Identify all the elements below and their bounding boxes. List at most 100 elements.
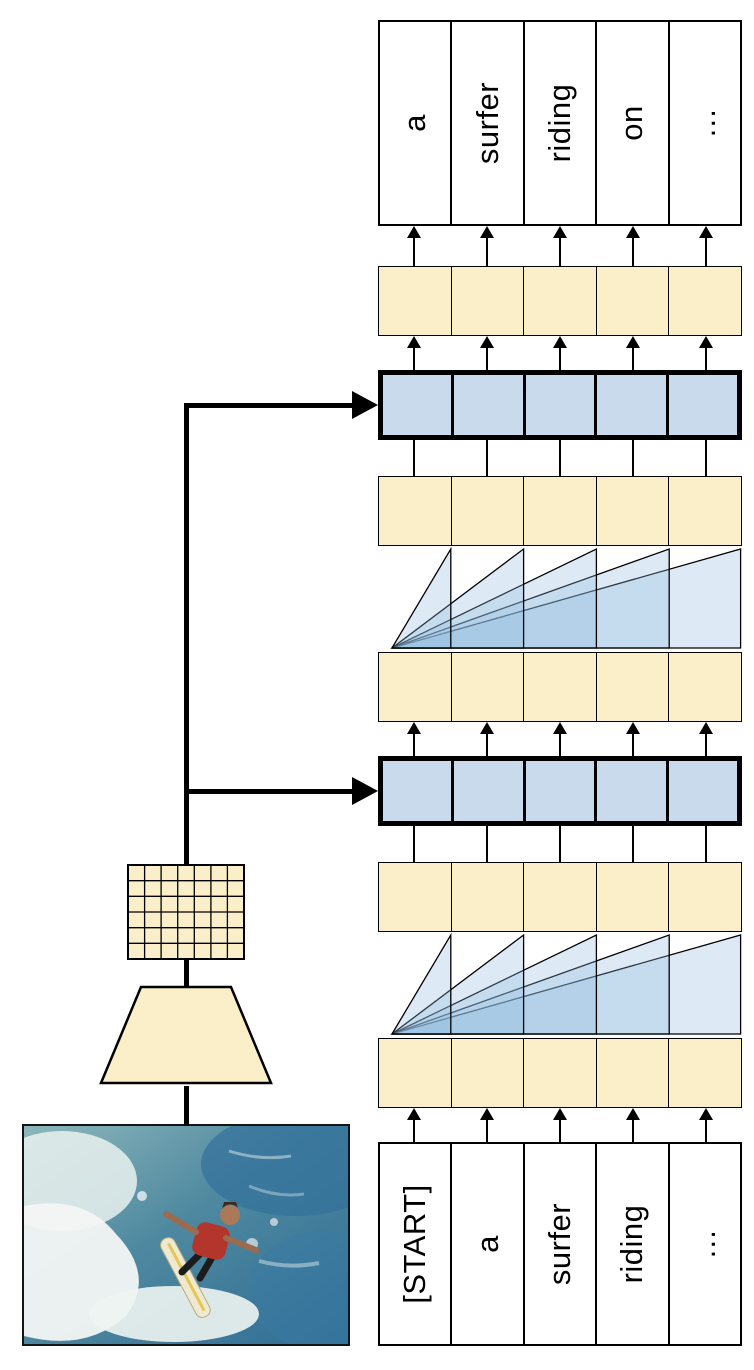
cross-attention-cell xyxy=(451,372,526,438)
connector-line xyxy=(451,440,524,476)
up-arrow-icon xyxy=(451,722,524,756)
hidden-cell xyxy=(379,267,451,335)
hidden-cell xyxy=(450,267,524,335)
token-word: riding xyxy=(614,1204,650,1284)
features-to-cross-attention-1-line xyxy=(186,789,354,794)
cnn-to-grid-connector xyxy=(184,958,189,986)
hidden-cell xyxy=(379,863,451,931)
up-arrow-icon xyxy=(669,722,742,756)
up-arrow-icon xyxy=(451,336,524,370)
cross-attention-row-1 xyxy=(378,756,742,826)
up-arrow-icon xyxy=(378,336,451,370)
up-arrow-icon xyxy=(451,226,524,266)
connector-line xyxy=(669,440,742,476)
hidden-cell xyxy=(668,267,741,335)
token-word: a xyxy=(469,1235,505,1253)
connector-line xyxy=(524,440,597,476)
cross-attention-cell xyxy=(665,758,741,824)
output-token-cell: riding xyxy=(522,22,595,224)
spray-dot xyxy=(270,1218,278,1226)
hidden-cell xyxy=(595,477,669,545)
surfer-figure xyxy=(163,1202,259,1282)
up-arrow-icon xyxy=(524,1108,597,1142)
hidden-row-2 xyxy=(378,862,742,932)
token-word: … xyxy=(686,107,722,139)
feature-grid xyxy=(127,864,245,960)
decoder-stack: a surfer riding on … xyxy=(378,20,742,1346)
up-arrow-icon xyxy=(596,336,669,370)
hidden-cell xyxy=(450,1039,524,1107)
connector-line xyxy=(451,826,524,862)
hidden-cell xyxy=(379,653,451,721)
token-word: riding xyxy=(542,83,578,163)
cross-attention-cell xyxy=(522,758,598,824)
output-token-cell: surfer xyxy=(450,22,522,224)
token-word: [START] xyxy=(397,1184,433,1304)
arrows-into-outputs xyxy=(378,226,742,266)
input-token-cell: … xyxy=(667,1144,740,1344)
hidden-cell xyxy=(668,477,741,545)
hidden-row-3 xyxy=(378,652,742,722)
hidden-cell xyxy=(523,653,596,721)
cross-attention-row-2 xyxy=(378,370,742,440)
up-arrow-icon xyxy=(524,722,597,756)
up-arrow-icon xyxy=(524,336,597,370)
connector-line xyxy=(524,826,597,862)
up-arrow-icon xyxy=(669,226,742,266)
connector-line xyxy=(378,826,451,862)
cross-attention-cell xyxy=(594,758,669,824)
hidden-cell xyxy=(523,477,596,545)
cross-attention-cell xyxy=(451,758,526,824)
hidden-cell xyxy=(450,477,524,545)
up-arrow-icon xyxy=(596,226,669,266)
deep-water-patch xyxy=(249,1231,348,1344)
up-arrow-icon xyxy=(669,1108,742,1142)
hidden-cell xyxy=(523,267,596,335)
cross-attention-cell xyxy=(380,758,455,824)
surfer-image-illustration xyxy=(24,1126,348,1344)
hidden-cell xyxy=(523,1039,596,1107)
image-to-cnn-connector xyxy=(184,1086,189,1126)
output-token-cell: a xyxy=(380,22,450,224)
arrows-into-hidden-5 xyxy=(378,336,742,370)
input-token-cell: [START] xyxy=(380,1144,450,1344)
hidden-cell xyxy=(450,653,524,721)
connector-line xyxy=(596,440,669,476)
output-token-cell: … xyxy=(667,22,740,224)
up-arrow-icon xyxy=(524,226,597,266)
hidden-cell xyxy=(523,863,596,931)
surfboard xyxy=(160,1237,211,1318)
wave-streak xyxy=(258,1259,320,1268)
cross-attention-cell xyxy=(522,372,598,438)
hidden-cell xyxy=(595,653,669,721)
up-arrow-icon xyxy=(378,226,451,266)
token-word: surfer xyxy=(469,81,505,165)
token-word: a xyxy=(397,114,433,132)
token-word: … xyxy=(686,1228,722,1260)
connectors-into-cross-attention-2 xyxy=(378,440,742,476)
arrows-into-hidden-1 xyxy=(378,1108,742,1142)
cross-attention-cell xyxy=(594,372,669,438)
hidden-cell xyxy=(668,863,741,931)
hidden-cell xyxy=(595,1039,669,1107)
hidden-cell xyxy=(379,1039,451,1107)
hidden-cell xyxy=(595,863,669,931)
token-word: surfer xyxy=(542,1202,578,1286)
input-token-cell: a xyxy=(450,1144,522,1344)
cnn-trapezoid xyxy=(99,985,273,1085)
surfer-image xyxy=(22,1124,350,1346)
hidden-cell xyxy=(595,267,669,335)
hidden-cell xyxy=(379,477,451,545)
spray-dot xyxy=(137,1191,147,1201)
hidden-cell xyxy=(450,863,524,931)
up-arrow-icon xyxy=(378,722,451,756)
output-token-cell: on xyxy=(595,22,667,224)
connectors-into-cross-attention-1 xyxy=(378,826,742,862)
hidden-cell xyxy=(668,653,741,721)
arrows-into-hidden-3 xyxy=(378,722,742,756)
up-arrow-icon xyxy=(596,722,669,756)
hidden-cell xyxy=(668,1039,741,1107)
up-arrow-icon xyxy=(669,336,742,370)
hidden-row-4 xyxy=(378,476,742,546)
